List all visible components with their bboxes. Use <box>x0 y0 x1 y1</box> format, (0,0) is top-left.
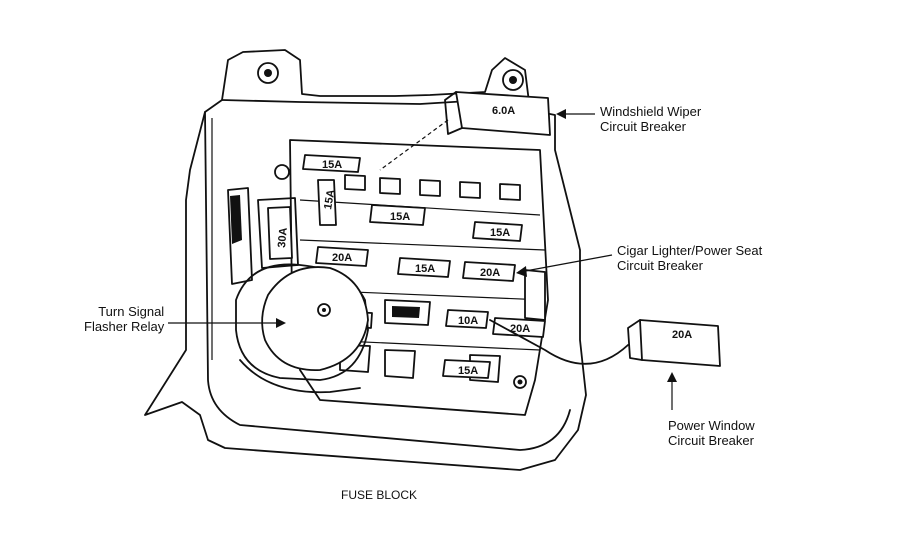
callout-line-2: Circuit Breaker <box>600 119 686 134</box>
fuse-15a-top-label: 15A <box>322 159 342 171</box>
callout-line-1: Cigar Lighter/Power Seat <box>617 243 763 258</box>
diagram-caption: FUSE BLOCK <box>341 488 418 502</box>
callout-line-2: Flasher Relay <box>84 319 165 334</box>
window-breaker-rating: 20A <box>672 329 692 341</box>
windshield-wiper-callout: Windshield Wiper Circuit Breaker <box>600 104 701 134</box>
fuse-20a-left-row2: 20A <box>315 246 369 267</box>
fuse-20a-left-row2-label: 20A <box>332 252 352 264</box>
power-window-breaker: 20A <box>489 319 721 367</box>
leader-lines <box>168 109 677 410</box>
fuse-10a-label: 10A <box>458 315 478 327</box>
wiper-breaker-rating: 6.0A <box>492 105 515 117</box>
cigar-lighter-callout: Cigar Lighter/Power Seat Circuit Breaker <box>617 243 762 273</box>
fuse-15a-vertical-label: 15A <box>322 189 337 211</box>
fuse-15a-mid: 15A <box>369 204 426 226</box>
fuse-15a-right-top-label: 15A <box>490 227 510 239</box>
fuse-15a-center-row2: 15A <box>397 257 451 278</box>
turn-signal-flasher-relay <box>235 263 369 394</box>
fuse-15a-bottom: 15A <box>442 359 491 379</box>
fuse-15a-center-row2-label: 15A <box>415 263 435 275</box>
fuse-15a-bottom-label: 15A <box>458 365 478 377</box>
callout-line-2: Circuit Breaker <box>617 258 703 273</box>
fuse-20a-cigar-label: 20A <box>480 267 500 279</box>
fuse-15a-mid-label: 15A <box>390 211 410 223</box>
fuse-15a-vertical: 15A <box>317 179 337 226</box>
callout-line-1: Turn Signal <box>98 304 165 319</box>
power-window-callout: Power Window Circuit Breaker <box>668 418 755 448</box>
fuse-15a-right-top: 15A <box>472 221 523 242</box>
flasher-relay-callout: Turn Signal Flasher Relay <box>84 304 164 334</box>
fuse-30a-side-label: 30A <box>276 227 290 248</box>
callout-line-1: Power Window <box>668 418 755 433</box>
callout-line-1: Windshield Wiper <box>600 104 702 119</box>
fuse-30a-side: 30A <box>267 206 293 260</box>
fuse-20a-right: 20A <box>492 317 546 338</box>
windshield-wiper-breaker: 6.0A <box>379 91 551 171</box>
fuse-20a-right-label: 20A <box>510 323 530 335</box>
callout-line-2: Circuit Breaker <box>668 433 754 448</box>
fuse-15a-top: 15A <box>302 154 361 173</box>
fuse-10a: 10A <box>445 309 489 329</box>
fuse-block-housing <box>144 49 587 471</box>
fuse-20a-cigar: 20A <box>462 261 516 282</box>
